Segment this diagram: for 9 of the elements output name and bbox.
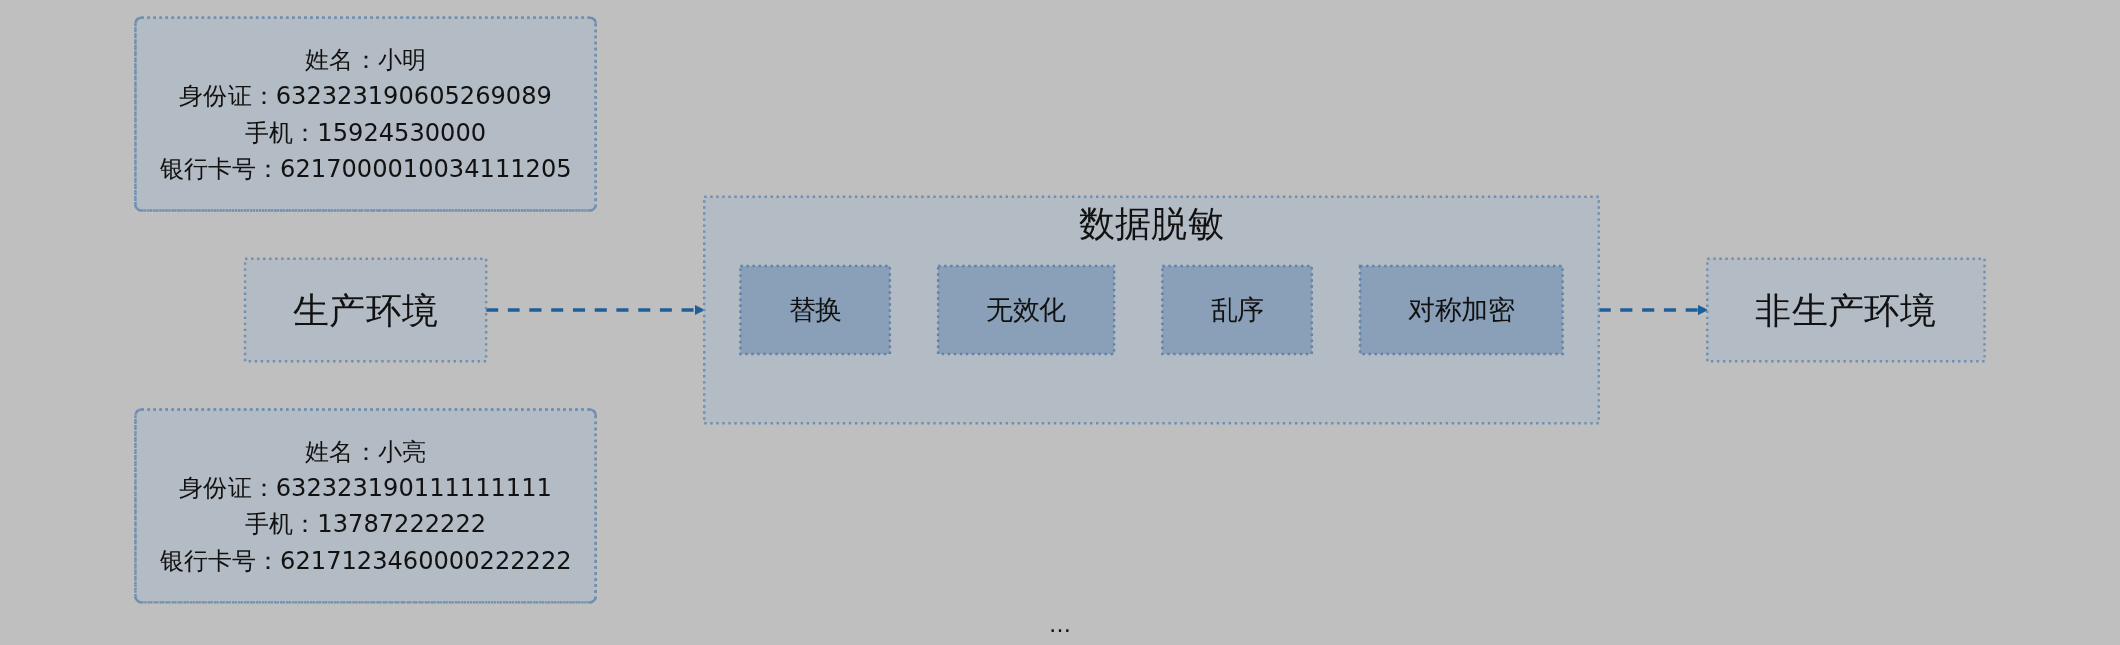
node-box: 非生产环境 [1706, 257, 1986, 363]
node-box: 对称加密 [1358, 264, 1564, 356]
ellipsis-text: … [1049, 612, 1071, 637]
node-box: 替换 [739, 264, 892, 356]
node-box: 无效化 [936, 264, 1116, 356]
node-box: 生产环境 [243, 257, 488, 363]
node-box: 乱序 [1161, 264, 1314, 356]
arrow [1598, 304, 1708, 316]
arrow [486, 304, 705, 316]
